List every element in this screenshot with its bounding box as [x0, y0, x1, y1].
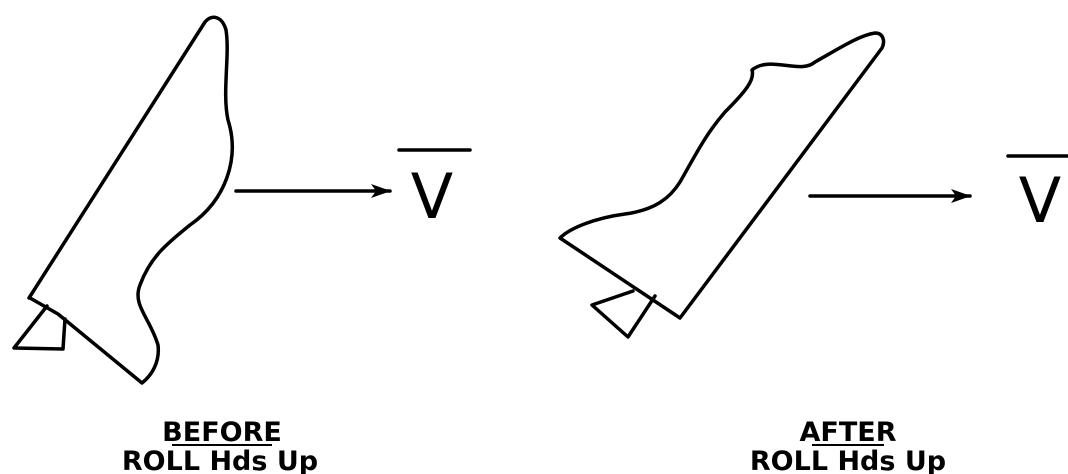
after-velocity-symbol: V [1006, 154, 1068, 237]
after-tail-fin [590, 289, 657, 339]
after-caption: ROLL Hds Up [750, 446, 946, 474]
before-panel: V BEFORE ROLL Hds Up [12, 15, 472, 474]
before-velocity-letter: V [411, 160, 453, 233]
after-orbiter-body [558, 31, 886, 320]
before-orbiter-body [27, 15, 234, 385]
before-tail-fin [12, 304, 67, 351]
before-caption: ROLL Hds Up [122, 446, 318, 474]
after-panel: V AFTER ROLL Hds Up [558, 31, 1068, 474]
after-heading: AFTER [800, 417, 897, 448]
after-velocity-letter: V [1019, 164, 1061, 237]
before-velocity-symbol: V [397, 148, 472, 233]
before-heading: BEFORE [162, 417, 282, 448]
